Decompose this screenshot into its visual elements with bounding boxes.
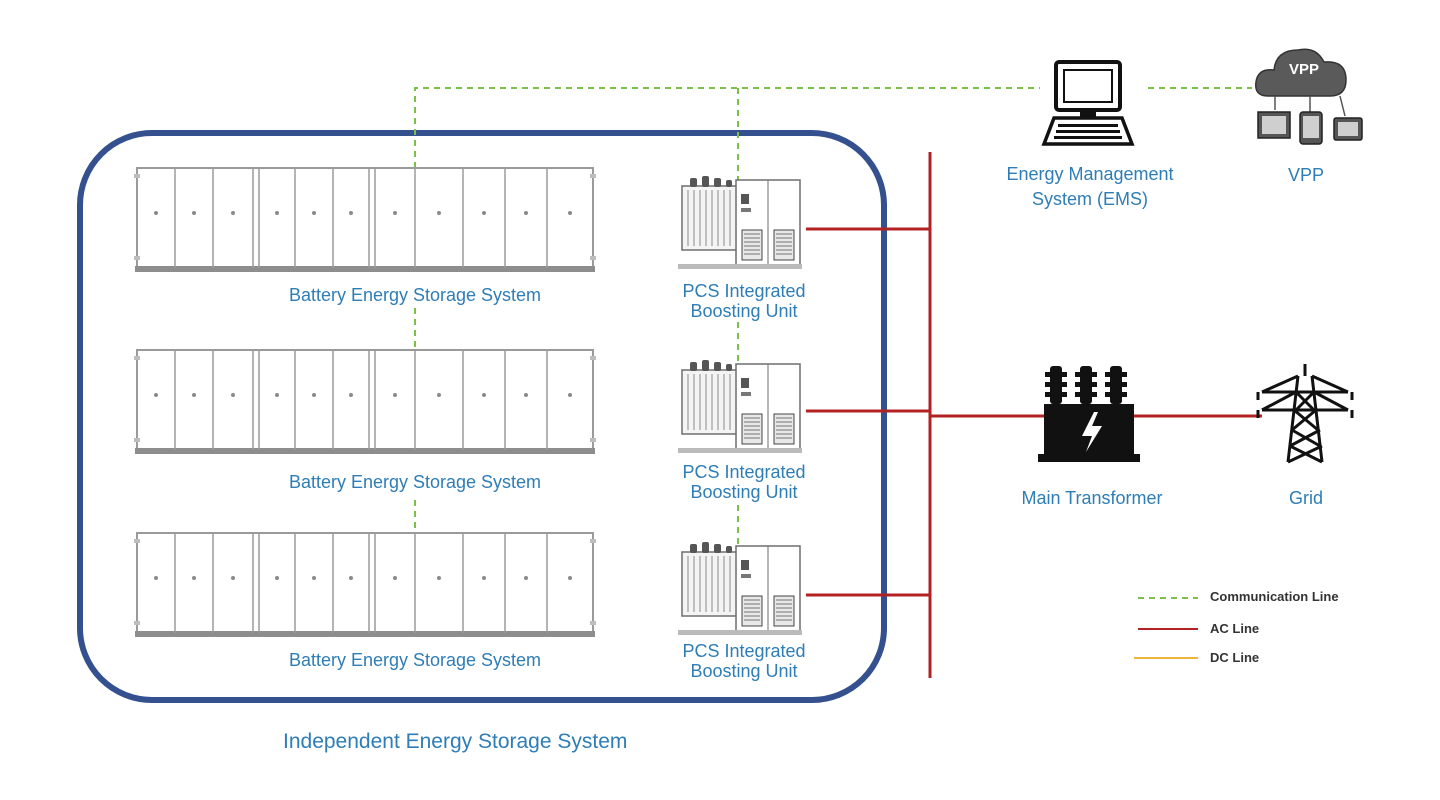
vpp-cloud-text: VPP [1289,61,1319,78]
ems-label: Energy Management System (EMS) [990,162,1190,212]
vpp-label: VPP [1287,165,1325,185]
legend-ac-label: AC Line [1210,621,1260,636]
pcs-label-2: PCS Integrated Boosting Unit [664,462,824,502]
pcs-label-1-line1: PCS Integrated [682,281,806,301]
system-label: Independent Energy Storage System [283,730,628,753]
pcs-label-3: PCS Integrated Boosting Unit [664,641,824,681]
battery-container-3 [133,532,597,638]
legend-communication-label: Communication Line [1210,589,1339,604]
pcs-unit-2 [677,359,803,454]
communication-lines [414,87,1252,545]
battery-label-1: Battery Energy Storage System [288,285,542,305]
pcs-unit-1 [677,175,803,270]
legend-swatches [1134,597,1198,659]
battery-label-2: Battery Energy Storage System [288,472,542,492]
computer-icon [1041,60,1135,146]
grid-label: Grid [1288,488,1323,508]
pcs-label-3-line2: Boosting Unit [690,661,798,681]
pcs-label-1-line2: Boosting Unit [690,301,798,321]
pcs-label-2-line1: PCS Integrated [682,462,806,482]
battery-container-2 [133,349,597,455]
transmission-tower-icon [1256,364,1354,464]
transformer-label: Main Transformer [1021,488,1163,508]
system-boundary [77,130,887,703]
battery-container-1 [133,167,597,273]
ems-label-line1: Energy Management [1006,164,1174,184]
ac-lines [806,152,1262,678]
transformer-icon [1038,366,1140,462]
legend-dc-label: DC Line [1210,650,1260,665]
pcs-label-1: PCS Integrated Boosting Unit [664,281,824,321]
pcs-label-2-line2: Boosting Unit [690,482,798,502]
pcs-label-3-line1: PCS Integrated [682,641,806,661]
pcs-unit-3 [677,541,803,636]
ems-label-line2: System (EMS) [1031,189,1148,209]
battery-label-3: Battery Energy Storage System [288,650,542,670]
cloud-devices-icon: VPP [1255,48,1363,145]
